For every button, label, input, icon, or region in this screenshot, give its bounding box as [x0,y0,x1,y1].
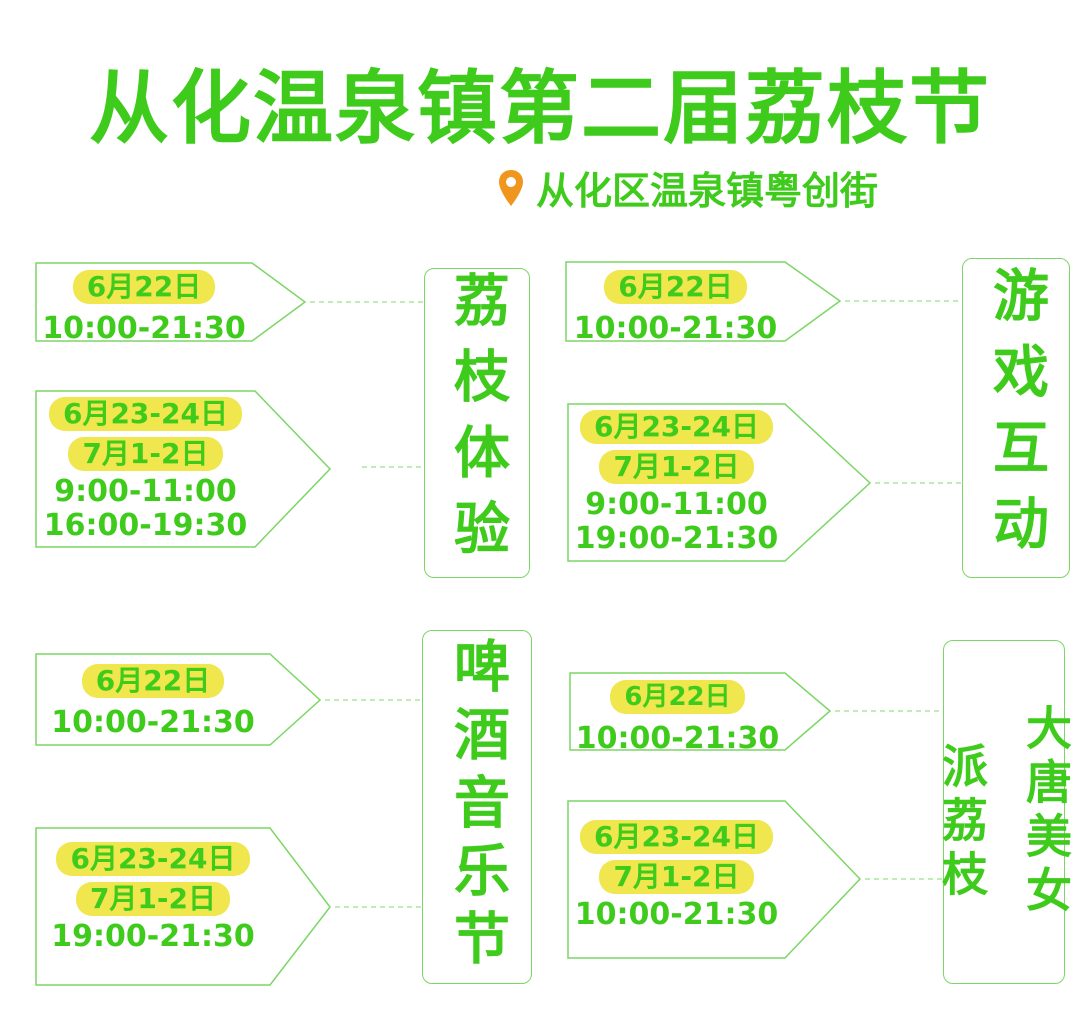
date-badge: 6月23-24日 [56,842,250,876]
arrow-outline [565,261,842,342]
date-badge: 6月22日 [610,680,745,714]
date-badge: 6月22日 [72,270,216,304]
activity-label: 荔枝体验 [444,271,510,575]
arrow-outline [35,390,332,548]
activity-label: 游戏互动 [983,266,1049,570]
arrow-outline [567,403,872,562]
schedule-block: 6月22日 10:00-21:30 [566,270,785,346]
date-badge: 6月22日 [81,664,225,698]
activity-label-box: 大唐美女 派荔枝 [935,640,1073,984]
activity-label-box: 啤酒音乐节 [422,630,532,984]
date-badge: 6月23-24日 [579,820,774,854]
activity-label-pair: 大唐美女 派荔枝 [929,704,1079,920]
time-text: 10:00-21:30 [51,705,255,740]
schedule-block: 6月23-24日 7月1-2日 9:00-11:00 19:00-21:30 [568,410,785,556]
time-text: 19:00-21:30 [51,919,255,954]
activity-label: 大唐美女 [1019,704,1073,920]
arrow-outline [35,653,322,746]
date-badge: 6月22日 [604,270,747,304]
map-pin-icon [499,169,523,206]
arrow-outline [567,800,862,959]
activity-label: 派荔枝 [935,742,989,904]
time-text: 19:00-21:30 [574,521,779,556]
schedule-block: 6月23-24日 7月1-2日 19:00-21:30 [36,842,270,954]
date-badge: 6月23-24日 [579,410,774,444]
time-text: 10:00-21:30 [42,311,246,346]
location: 从化区温泉镇粤创街 [498,160,878,215]
time-text: 16:00-19:30 [43,508,248,543]
time-text: 10:00-21:30 [575,721,780,756]
arrow-outline [35,262,307,342]
page-title: 从化温泉镇第二届荔枝节 [89,62,991,155]
schedule-block: 6月22日 10:00-21:30 [36,270,252,346]
date-badge: 7月1-2日 [599,860,754,894]
activity-label-box: 荔枝体验 [424,268,530,578]
time-text: 9:00-11:00 [54,474,237,509]
location-text: 从化区温泉镇粤创街 [536,169,879,213]
schedule-block: 6月23-24日 7月1-2日 10:00-21:30 [568,820,785,932]
arrow-outline [569,672,832,751]
arrow-outline [35,827,331,986]
activity-label: 啤酒音乐节 [444,637,510,977]
date-badge: 6月23-24日 [48,397,243,431]
date-badge: 7月1-2日 [75,882,231,916]
schedule-block: 6月22日 10:00-21:30 [36,664,270,740]
time-text: 9:00-11:00 [585,487,768,522]
time-text: 10:00-21:30 [573,311,778,346]
time-text: 10:00-21:30 [574,897,779,932]
activity-label-box: 游戏互动 [962,258,1070,578]
date-badge: 7月1-2日 [68,437,223,471]
date-badge: 7月1-2日 [599,450,754,484]
schedule-block: 6月23-24日 7月1-2日 9:00-11:00 16:00-19:30 [36,397,255,543]
schedule-block: 6月22日 10:00-21:30 [570,680,785,756]
